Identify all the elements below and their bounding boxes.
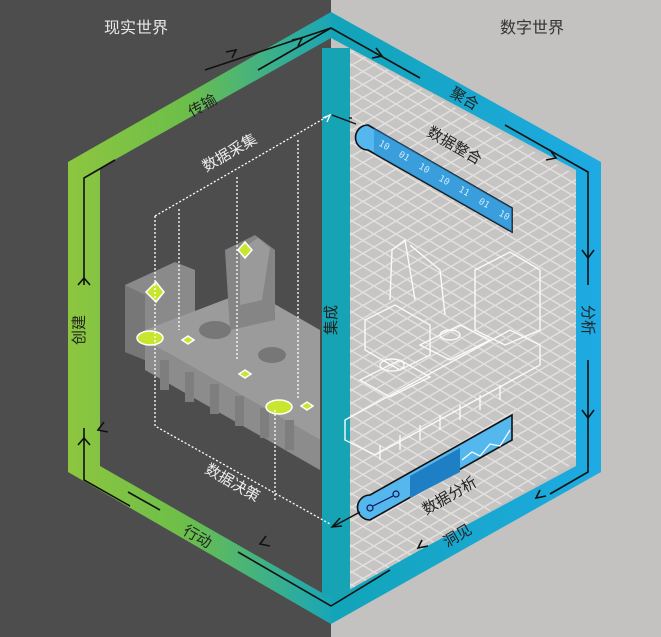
svg-text:10: 10 <box>437 174 451 188</box>
svg-text:01: 01 <box>477 197 491 211</box>
edge-label-integrate: 集成 <box>322 305 340 335</box>
digital-world-title: 数字世界 <box>500 18 565 37</box>
integration-bits: 10 01 10 10 11 01 10 <box>377 139 511 223</box>
edge-label-analyze: 分析 <box>579 305 597 335</box>
svg-text:11: 11 <box>457 185 471 199</box>
svg-text:01: 01 <box>397 150 411 164</box>
edge-label-create: 创建 <box>70 315 88 345</box>
data-collection-frame <box>154 114 331 525</box>
digital-machine <box>344 238 541 460</box>
flow-arrows <box>77 27 595 607</box>
data-analysis-pill <box>330 413 513 528</box>
physical-world-title: 现实世界 <box>104 18 169 37</box>
data-integration-pill <box>331 114 513 234</box>
collection-arrow-icon <box>322 113 332 123</box>
svg-text:10: 10 <box>417 162 431 176</box>
svg-text:10: 10 <box>497 209 511 223</box>
integration-band <box>322 48 350 598</box>
svg-text:10: 10 <box>377 139 391 153</box>
physical-machine <box>125 235 320 470</box>
